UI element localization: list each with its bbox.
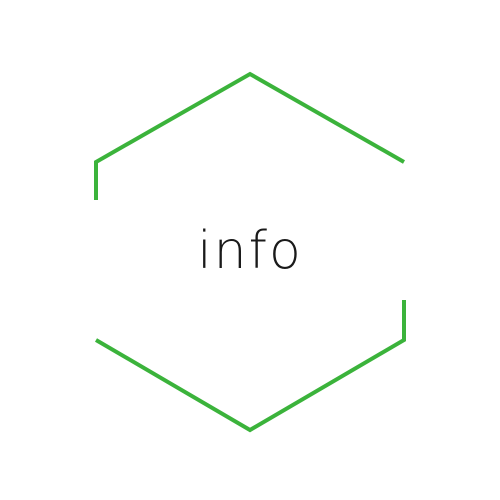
logo-text: info [197,221,303,281]
hexagon-top-stroke [94,71,405,200]
hexagon-bottom-stroke [94,300,406,433]
